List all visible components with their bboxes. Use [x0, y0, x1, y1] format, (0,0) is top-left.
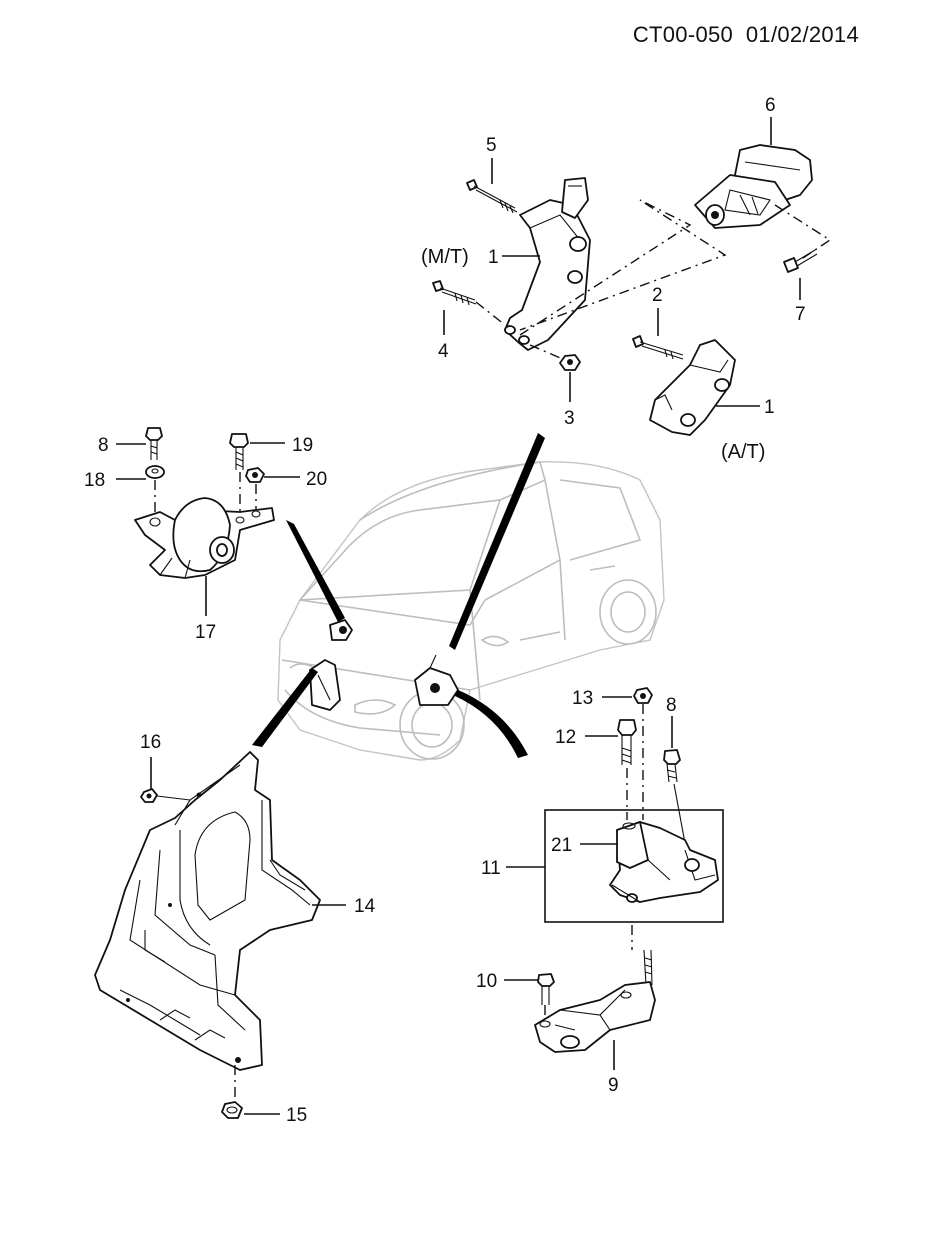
callout-6: 6 — [765, 95, 776, 116]
bolt-2 — [632, 335, 684, 360]
diagram-date: 01/02/2014 — [745, 22, 859, 47]
mt-mount-bracket — [504, 177, 591, 351]
callout-16: 16 — [140, 732, 161, 753]
leader-wedge-left — [286, 520, 345, 622]
upper-mount-6 — [694, 144, 813, 229]
diagram-header: CT00-050 01/02/2014 — [633, 22, 859, 48]
nut-20 — [245, 467, 265, 483]
washer-18 — [145, 465, 165, 479]
bolt-16 — [140, 788, 158, 803]
label-manual-transmission: (M/T) — [421, 246, 469, 268]
car-mount-front — [309, 659, 341, 711]
callout-15: 15 — [286, 1105, 307, 1126]
leader-wedge-right — [455, 690, 528, 758]
axis-bolt7 — [774, 204, 832, 261]
leader-wedge-front — [252, 668, 318, 747]
axis-bolt4 — [475, 301, 506, 326]
callout-10: 10 — [476, 971, 497, 992]
callout-20: 20 — [306, 469, 327, 490]
lower-mount-17 — [134, 497, 275, 579]
assembly-box-11 — [544, 809, 724, 923]
splash-shield-14 — [94, 751, 321, 1071]
callout-3: 3 — [564, 408, 575, 429]
callout-2: 2 — [652, 285, 663, 306]
callout-7: 7 — [795, 304, 806, 325]
callout-9: 9 — [608, 1075, 619, 1096]
callout-18: 18 — [84, 470, 105, 491]
axis-bracket-to-mount — [519, 199, 727, 336]
callout-5: 5 — [486, 135, 497, 156]
callout-1-mt: 1 — [488, 247, 499, 268]
label-automatic-transmission: (A/T) — [721, 441, 765, 463]
callout-8-right: 8 — [666, 695, 677, 716]
bolt-10 — [537, 973, 555, 1005]
leader-wedge-top — [449, 433, 545, 650]
callout-4: 4 — [438, 341, 449, 362]
bolt-15 — [221, 1101, 243, 1119]
nut-13 — [633, 687, 653, 704]
callout-12: 12 — [555, 727, 576, 748]
at-mount-bracket — [649, 339, 736, 436]
diagram-code: CT00-050 — [632, 22, 734, 47]
callout-11: 11 — [481, 858, 501, 879]
callout-17: 17 — [195, 622, 216, 643]
engine-mount-21 — [609, 821, 719, 903]
bolt-8-right — [663, 749, 681, 783]
callout-leaders — [116, 117, 801, 1115]
bolt-8-left — [145, 427, 163, 460]
car-mount-left — [329, 619, 353, 641]
callout-13: 13 — [572, 688, 593, 709]
nut-3 — [559, 354, 581, 371]
stud-bolt — [643, 949, 653, 986]
bolt-12 — [617, 719, 637, 765]
callout-14: 14 — [354, 896, 376, 917]
axis-bolt16 — [156, 795, 191, 801]
bolt-7 — [783, 249, 818, 273]
bolt-19 — [229, 433, 249, 470]
callout-21: 21 — [551, 835, 572, 856]
callout-19: 19 — [292, 435, 313, 456]
lower-bracket-9 — [534, 981, 656, 1053]
callout-1-at: 1 — [764, 397, 775, 418]
bolt-4 — [432, 280, 477, 306]
bolt-5 — [466, 179, 518, 214]
axis-nut-3 — [529, 344, 566, 361]
callout-8-left: 8 — [98, 435, 109, 456]
car-mount-right — [414, 654, 459, 706]
